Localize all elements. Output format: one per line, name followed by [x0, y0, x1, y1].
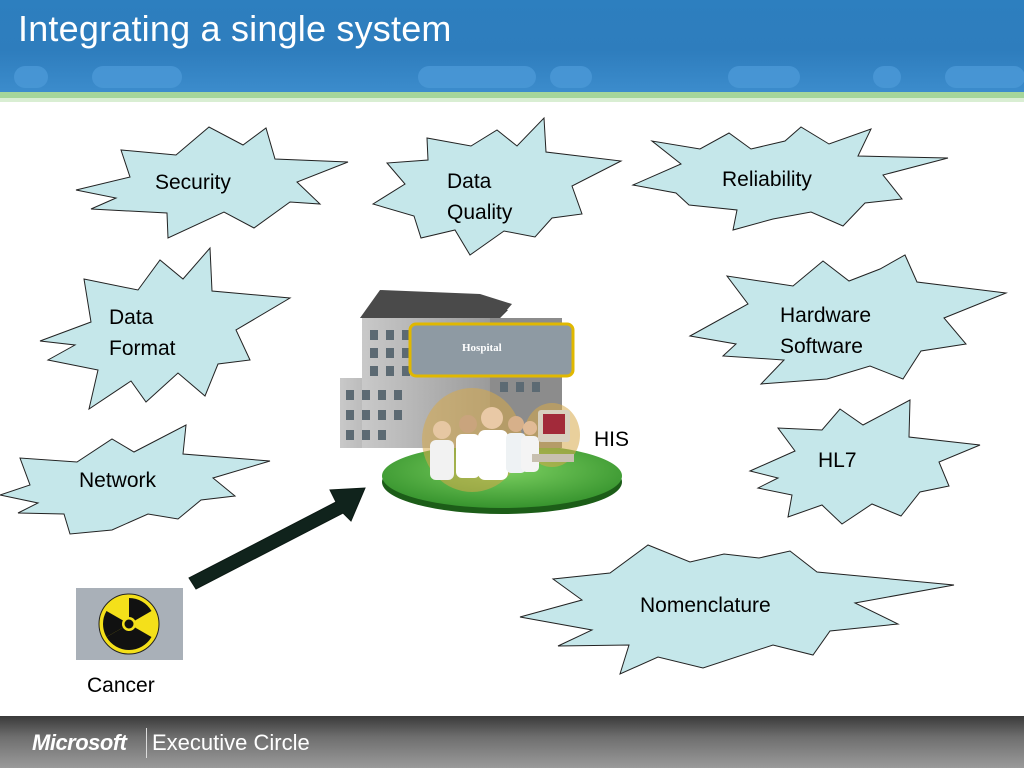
radiation-symbol	[98, 593, 160, 655]
burst-nomenclature: Nomenclature	[519, 544, 956, 675]
burst-label-hl7: HL7	[818, 449, 857, 472]
burst-label-network: Network	[79, 469, 157, 492]
burst-shape	[519, 544, 955, 675]
header-stripe-light	[0, 98, 1024, 102]
header-stripe	[0, 92, 1024, 98]
cancer-label: Cancer	[87, 674, 155, 697]
burst-label-format: Format	[109, 337, 176, 360]
his-label: HIS	[594, 428, 630, 451]
burst-label-software: Software	[780, 335, 863, 358]
burst-data-quality: Data Quality	[371, 116, 623, 256]
title-bar: Integrating a single system	[0, 0, 1024, 92]
slide-title: Integrating a single system	[18, 8, 452, 49]
footer-divider	[146, 728, 147, 758]
burst-label-hardware: Hardware	[780, 304, 872, 327]
burst-hardware-software: Hardware Software	[688, 254, 1008, 385]
footer-product: Executive Circle	[152, 730, 310, 755]
burst-data-format: Data Format	[39, 246, 292, 411]
burst-label-nomenclature: Nomenclature	[640, 594, 771, 617]
hospital-sign: Hospital	[462, 342, 502, 354]
burst-label-data: Data	[447, 170, 492, 193]
arrow	[185, 480, 375, 595]
burst-shape	[748, 399, 981, 525]
burst-hl7: HL7	[748, 399, 982, 528]
burst-reliability: Reliability	[631, 126, 950, 231]
footer-bar: Microsoft Executive Circle	[0, 716, 1024, 768]
hospital-graphic	[340, 290, 622, 514]
burst-shape	[39, 246, 292, 411]
burst-label-reliability: Reliability	[722, 168, 812, 191]
burst-label-security: Security	[155, 171, 231, 194]
burst-shape	[371, 116, 623, 256]
burst-label-data: Data	[109, 306, 154, 329]
burst-label-quality: Quality	[447, 201, 513, 224]
burst-shape	[0, 424, 271, 535]
radiation-hazard-icon	[76, 588, 183, 660]
arrow-shape	[188, 487, 366, 590]
burst-shape	[688, 254, 1008, 385]
footer-brand: Microsoft	[32, 730, 127, 755]
burst-network: Network	[0, 424, 272, 540]
burst-shape	[631, 126, 949, 231]
hospital-illustration: Hospital	[340, 290, 630, 520]
burst-security: Security	[75, 126, 351, 239]
burst-shape	[75, 126, 349, 239]
